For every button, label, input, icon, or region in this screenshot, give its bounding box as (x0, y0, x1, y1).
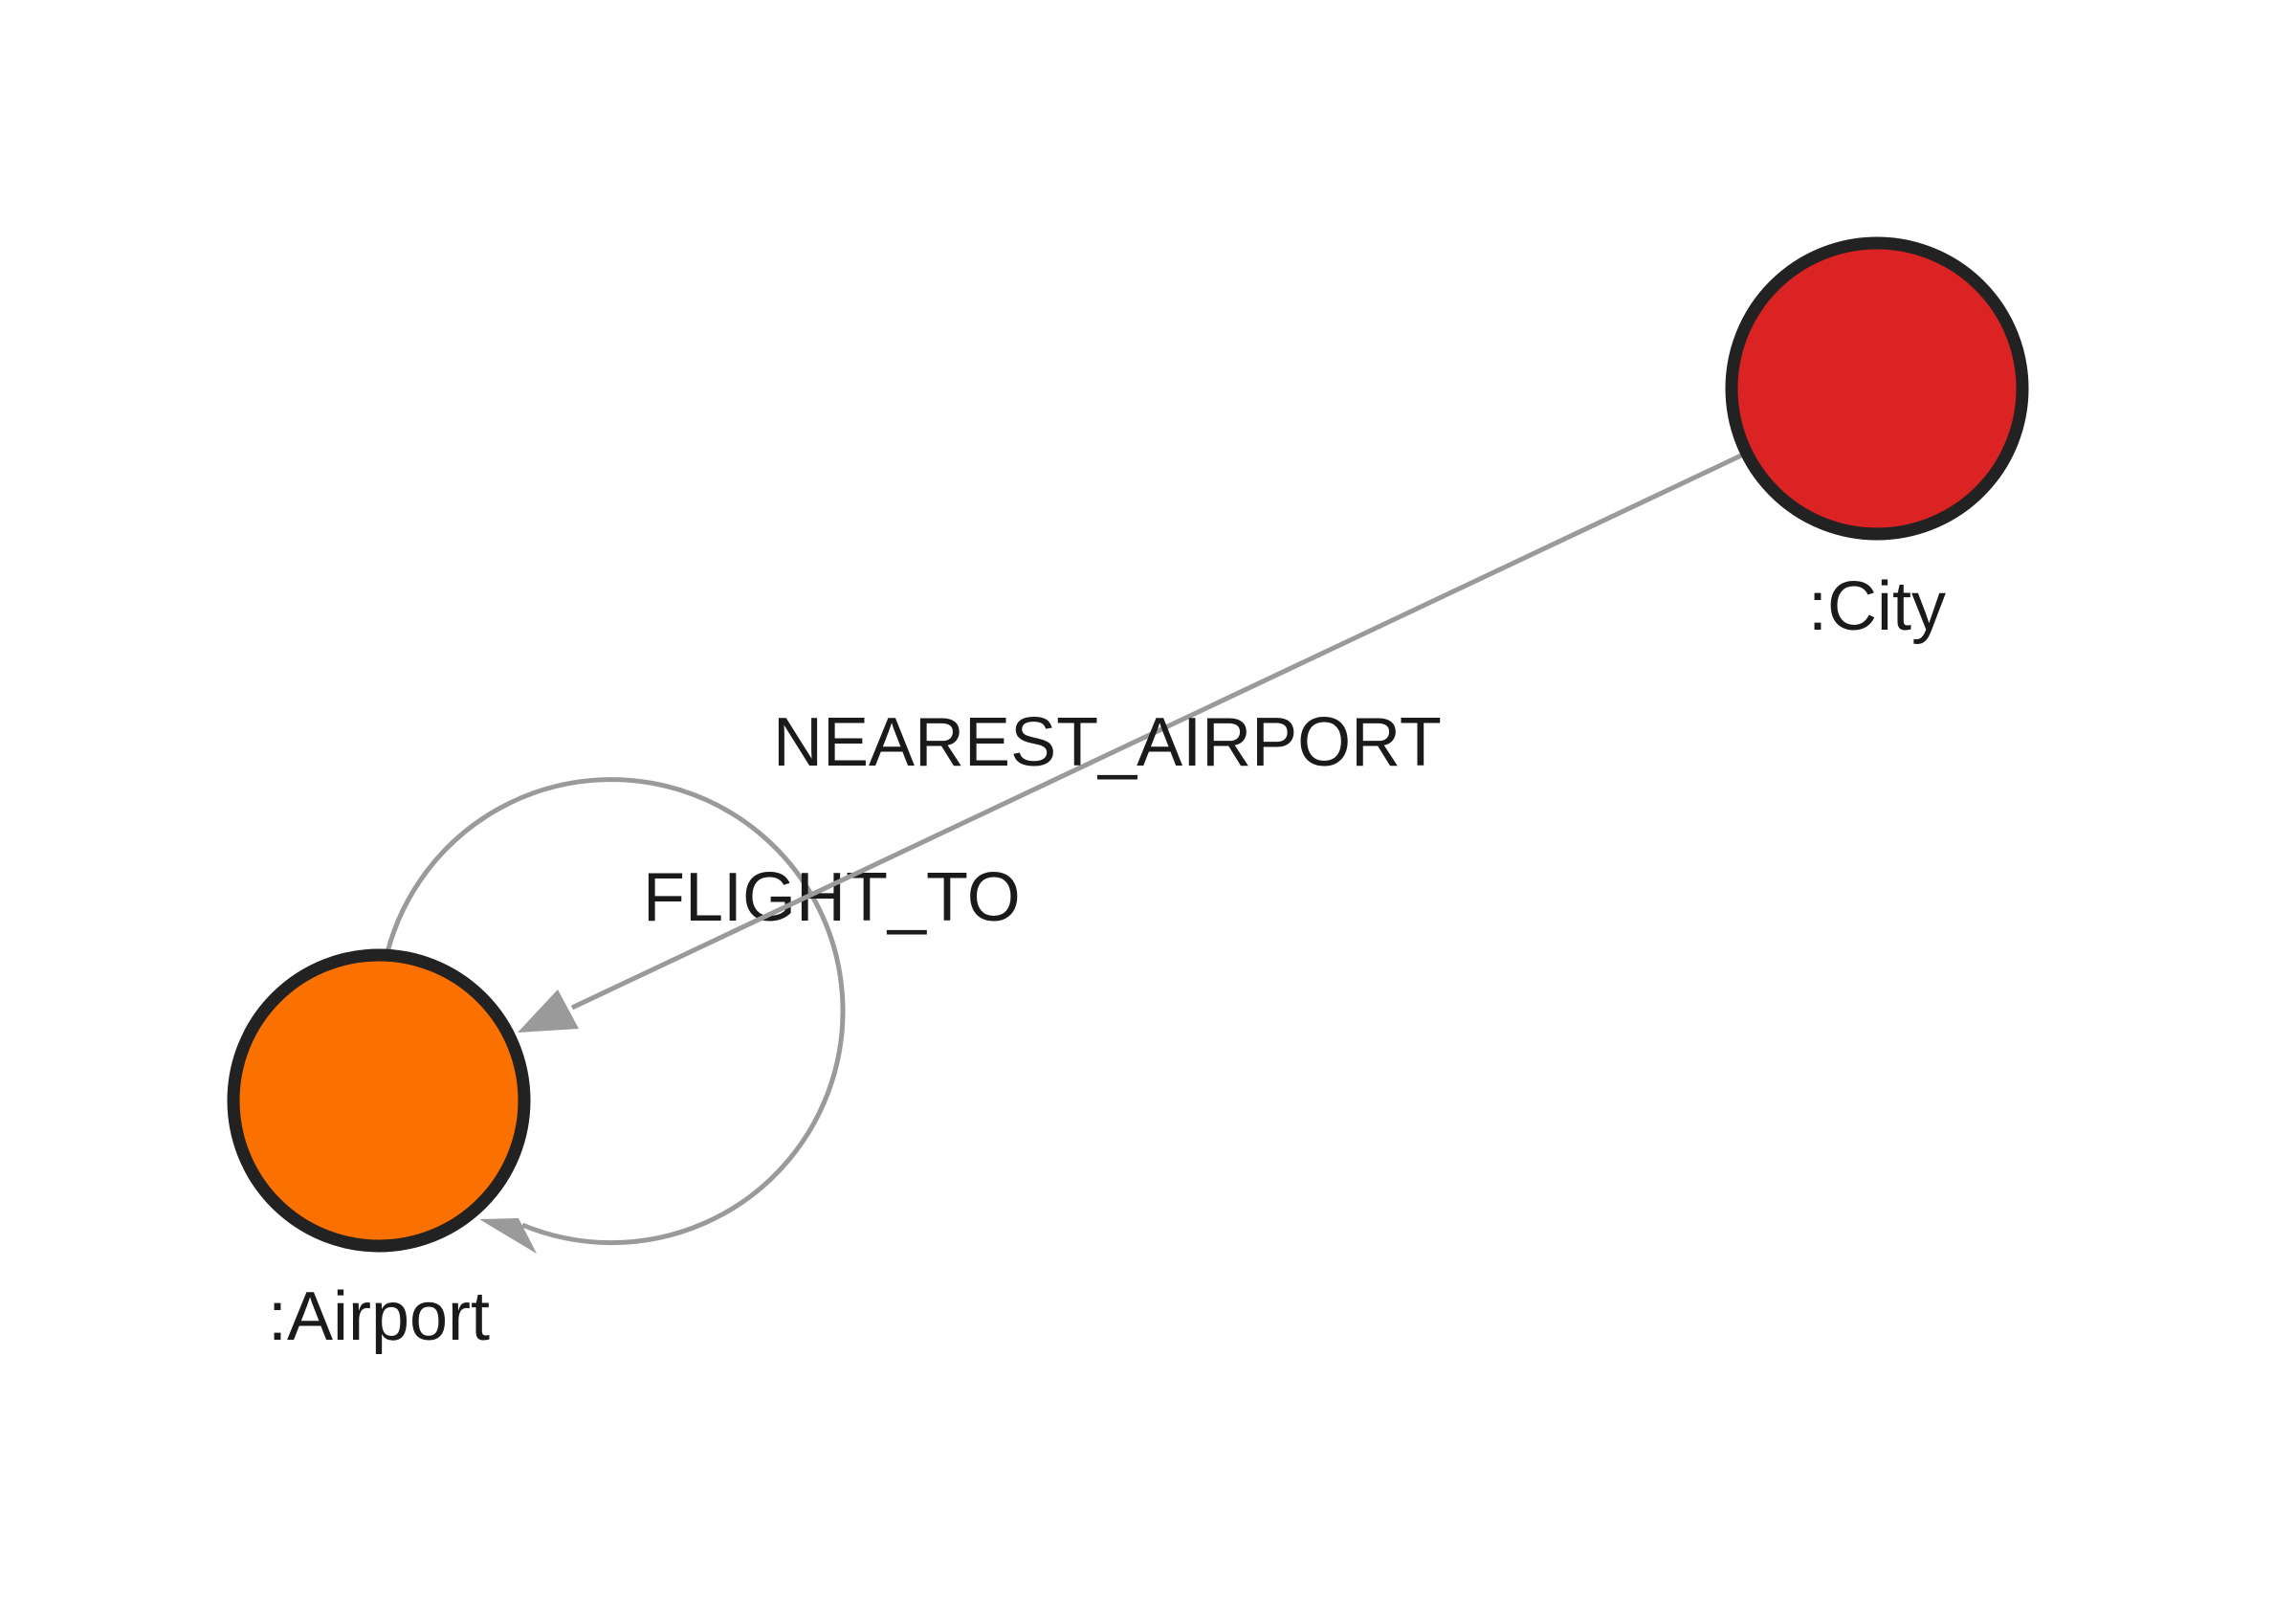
node-label-city: :City (1808, 568, 1946, 645)
node-label-airport: :Airport (268, 1278, 490, 1355)
edge-label-flight-to: FLIGHT_TO (643, 859, 1021, 936)
edge-label-nearest-airport: NEAREST_AIRPORT (773, 704, 1442, 781)
nearest-airport-line[interactable] (570, 453, 1743, 1011)
airport-node-circle[interactable] (227, 948, 531, 1253)
node-airport[interactable]: :Airport (227, 948, 531, 1355)
edge-flight-to[interactable]: FLIGHT_TO (385, 777, 1021, 1254)
flight-to-arrow-icon (479, 1218, 537, 1254)
edge-nearest-airport[interactable]: NEAREST_AIRPORT (518, 453, 1743, 1033)
node-city[interactable]: :City (1725, 236, 2029, 645)
city-node-circle[interactable] (1725, 236, 2029, 541)
nearest-airport-arrow-icon (518, 989, 579, 1033)
flight-to-loop[interactable] (385, 777, 846, 1246)
